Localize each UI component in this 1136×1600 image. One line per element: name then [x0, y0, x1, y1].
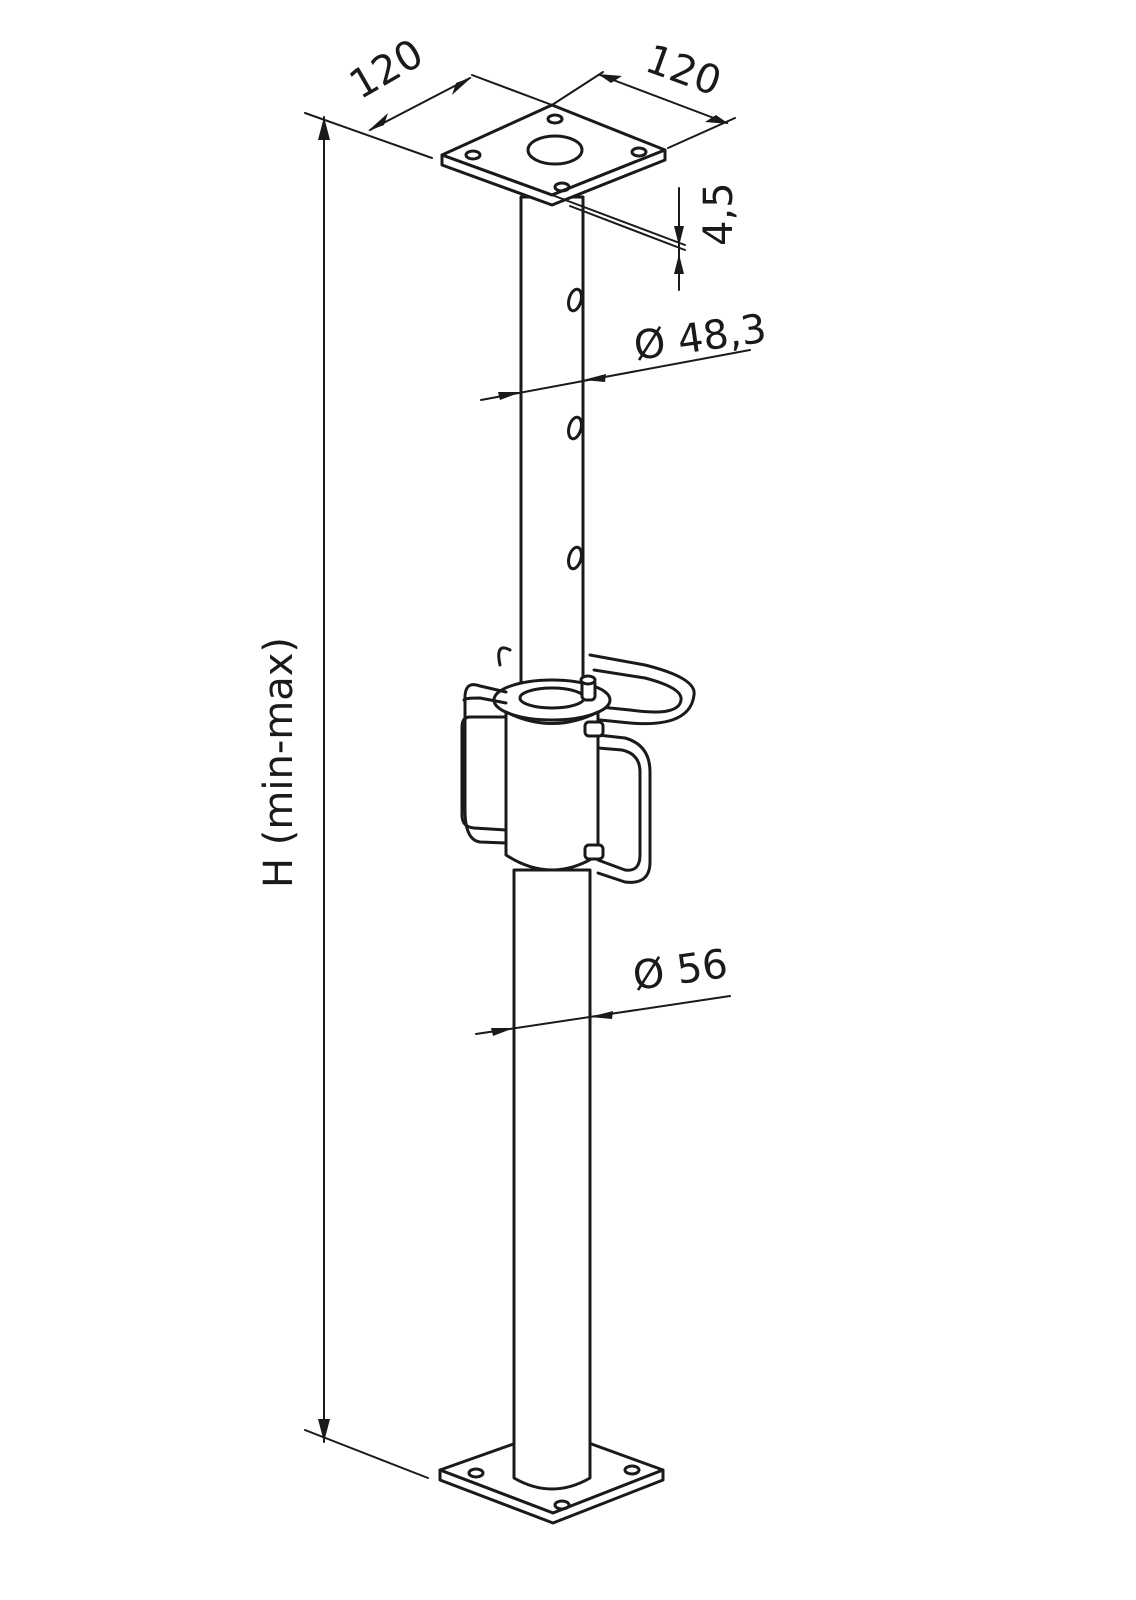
dim-height: H (min-max): [256, 116, 429, 1479]
dim-4-5-label: 4,5: [696, 182, 742, 246]
dim-56-label: Ø 56: [630, 941, 731, 1000]
outer-tube: [512, 868, 592, 1491]
dim-height-label: H (min-max): [256, 637, 302, 888]
top-plate: [440, 103, 667, 207]
dim-4-5: 4,5: [551, 182, 742, 291]
pin-hole-3: [567, 545, 583, 571]
pin-hole-2: [567, 415, 583, 441]
pin-hole-1: [567, 287, 583, 313]
dim-120-left-label: 120: [342, 31, 431, 109]
dim-48-3-label: Ø 48,3: [631, 306, 769, 370]
center-hole: [526, 134, 584, 166]
inner-tube: [519, 195, 585, 702]
adjusting-collar: [460, 646, 696, 884]
